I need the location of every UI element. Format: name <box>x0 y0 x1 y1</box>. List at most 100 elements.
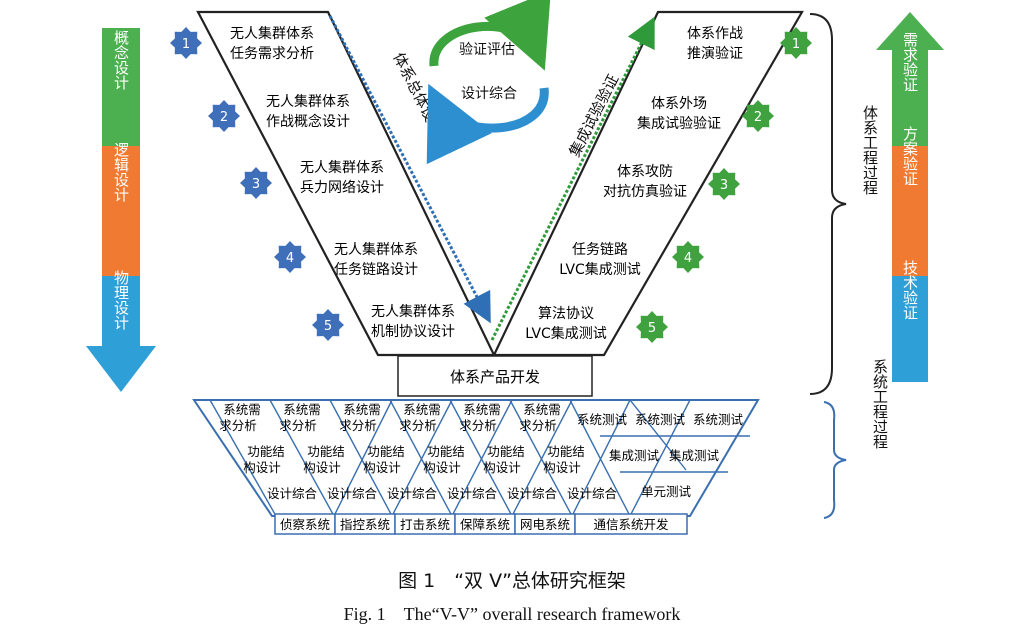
requirement-verification-label: 需求验证 <box>901 32 919 92</box>
product-development-label: 体系产品开发 <box>450 368 540 386</box>
subsystem-ew: 网电系统 <box>520 517 570 532</box>
right-verification-bar: 需求验证 方案验证 技术验证 <box>876 12 944 382</box>
left-step-2-line1: 无人集群体系 <box>266 93 350 110</box>
left-badge-3-number: 3 <box>252 177 260 192</box>
left-badge-4-number: 4 <box>286 251 294 266</box>
func-design-2b: 构设计 <box>303 460 341 475</box>
right-step-5-line1: 算法协议 <box>538 306 594 322</box>
req-analysis-6a: 系统需 <box>523 402 561 417</box>
right-badge-4-number: 4 <box>684 251 692 266</box>
req-analysis-1a: 系统需 <box>223 402 261 417</box>
func-design-1b: 构设计 <box>243 460 281 475</box>
step-badge-icon: 5 <box>636 311 668 343</box>
func-design-3b: 构设计 <box>363 460 401 475</box>
left-step-1-line2: 任务需求分析 <box>230 46 314 62</box>
technology-verification-label: 技术验证 <box>901 260 919 320</box>
subsystem-comms-dev: 通信系统开发 <box>593 517 669 532</box>
func-design-3a: 功能结 <box>367 444 405 459</box>
physical-design-label: 物理设计 <box>112 270 130 330</box>
req-analysis-2b: 求分析 <box>279 418 317 433</box>
req-analysis-5b: 求分析 <box>459 418 497 433</box>
req-analysis-4a: 系统需 <box>403 402 441 417</box>
design-synthesis-3: 设计综合 <box>387 486 438 501</box>
subsystem-c2: 指控系统 <box>340 517 390 532</box>
system-test-3: 系统测试 <box>693 412 744 427</box>
subsystem-recon: 侦察系统 <box>280 517 330 532</box>
left-step-5-line1: 无人集群体系 <box>371 303 455 320</box>
func-design-4a: 功能结 <box>427 444 465 459</box>
concept-design-label: 概念设计 <box>112 30 130 90</box>
evaluation-synthesis-cycle: 验证评估 设计综合 <box>426 0 551 165</box>
left-step-3-line2: 兵力网络设计 <box>300 180 384 196</box>
right-verification-steps: 体系作战 推演验证 体系外场 集成试验验证 体系攻防 对抗仿真验证 任务链路 L… <box>525 26 743 342</box>
step-badge-icon: 4 <box>274 241 306 273</box>
right-step-2-line2: 集成试验验证 <box>637 115 721 132</box>
step-badge-icon: 3 <box>240 167 272 199</box>
left-step-badges: 1 2 3 4 5 <box>170 27 344 341</box>
right-step-4-line1: 任务链路 <box>572 242 628 258</box>
step-badge-icon: 3 <box>708 168 740 200</box>
right-step-1-line1: 体系作战 <box>687 26 743 42</box>
req-analysis-5a: 系统需 <box>463 402 501 417</box>
func-design-6a: 功能结 <box>547 444 585 459</box>
integration-test-verification-arrow <box>490 16 655 341</box>
system-test-2: 系统测试 <box>635 412 686 427</box>
req-analysis-6b: 求分析 <box>519 418 557 433</box>
func-design-6b: 构设计 <box>543 460 581 475</box>
figure-caption-en: Fig. 1 The“V-V” overall research framewo… <box>343 604 681 624</box>
left-design-bar: 概念设计 逻辑设计 物理设计 <box>86 28 156 392</box>
design-synthesis-label: 设计综合 <box>461 86 517 102</box>
step-badge-icon: 1 <box>170 27 202 59</box>
logic-design-label: 逻辑设计 <box>112 142 130 202</box>
req-analysis-4b: 求分析 <box>399 418 437 433</box>
func-design-5b: 构设计 <box>483 460 521 475</box>
right-badge-3-number: 3 <box>720 178 728 193</box>
req-analysis-2a: 系统需 <box>283 402 321 417</box>
right-step-2-line1: 体系外场 <box>651 96 707 112</box>
product-development-box: 体系产品开发 <box>397 355 593 397</box>
figure-caption-cn: 图 1 “双 V”总体研究框架 <box>398 570 626 592</box>
step-badge-icon: 2 <box>208 100 240 132</box>
system-of-systems-brace: 体系工程过程 <box>809 13 879 395</box>
step-badge-icon: 1 <box>780 27 812 59</box>
right-step-3-line2: 对抗仿真验证 <box>603 184 687 200</box>
right-badge-2-number: 2 <box>754 110 762 125</box>
left-step-3-line1: 无人集群体系 <box>300 159 384 176</box>
left-design-steps: 无人集群体系 任务需求分析 无人集群体系 作战概念设计 无人集群体系 兵力网络设… <box>230 25 455 340</box>
right-step-5-line2: LVC集成测试 <box>525 325 607 342</box>
subsystem-support: 保障系统 <box>460 517 510 532</box>
integration-test-2: 集成测试 <box>669 448 720 463</box>
sos-overall-design-arrow <box>328 15 491 324</box>
req-analysis-3b: 求分析 <box>339 418 377 433</box>
left-badge-1-number: 1 <box>182 37 190 52</box>
unit-test: 单元测试 <box>641 484 692 499</box>
func-design-4b: 构设计 <box>423 460 461 475</box>
func-design-2a: 功能结 <box>307 444 345 459</box>
left-step-2-line2: 作战概念设计 <box>266 113 350 130</box>
left-badge-5-number: 5 <box>324 319 332 334</box>
design-synthesis-1: 设计综合 <box>267 486 318 501</box>
req-analysis-3a: 系统需 <box>343 402 381 417</box>
design-synthesis-6: 设计综合 <box>567 486 618 501</box>
right-step-3-line1: 体系攻防 <box>617 164 673 180</box>
design-synthesis-5: 设计综合 <box>507 486 558 501</box>
left-step-4-line1: 无人集群体系 <box>334 241 418 258</box>
system-test-1: 系统测试 <box>577 412 628 427</box>
right-step-1-line2: 推演验证 <box>687 46 743 62</box>
right-step-badges: 1 2 3 4 5 <box>636 27 812 343</box>
integration-test-1: 集成测试 <box>609 448 660 463</box>
left-step-1-line1: 无人集群体系 <box>230 25 314 42</box>
verification-evaluation-label: 验证评估 <box>459 42 515 58</box>
left-step-5-line2: 机制协议设计 <box>371 324 455 340</box>
system-engineering-process-label: 系统工程过程 <box>871 359 889 449</box>
scheme-verification-label: 方案验证 <box>901 126 919 186</box>
system-engineering-vs: 系统需 求分析 系统需 求分析 系统需 求分析 系统需 求分析 系统需 求分析 … <box>192 399 760 518</box>
step-badge-icon: 5 <box>312 309 344 341</box>
step-badge-icon: 4 <box>672 241 704 273</box>
req-analysis-1b: 求分析 <box>219 418 257 433</box>
design-synthesis-4: 设计综合 <box>447 486 498 501</box>
right-step-4-line2: LVC集成测试 <box>559 261 641 278</box>
system-engineering-brace: 系统工程过程 <box>823 359 889 519</box>
func-design-1a: 功能结 <box>247 444 285 459</box>
